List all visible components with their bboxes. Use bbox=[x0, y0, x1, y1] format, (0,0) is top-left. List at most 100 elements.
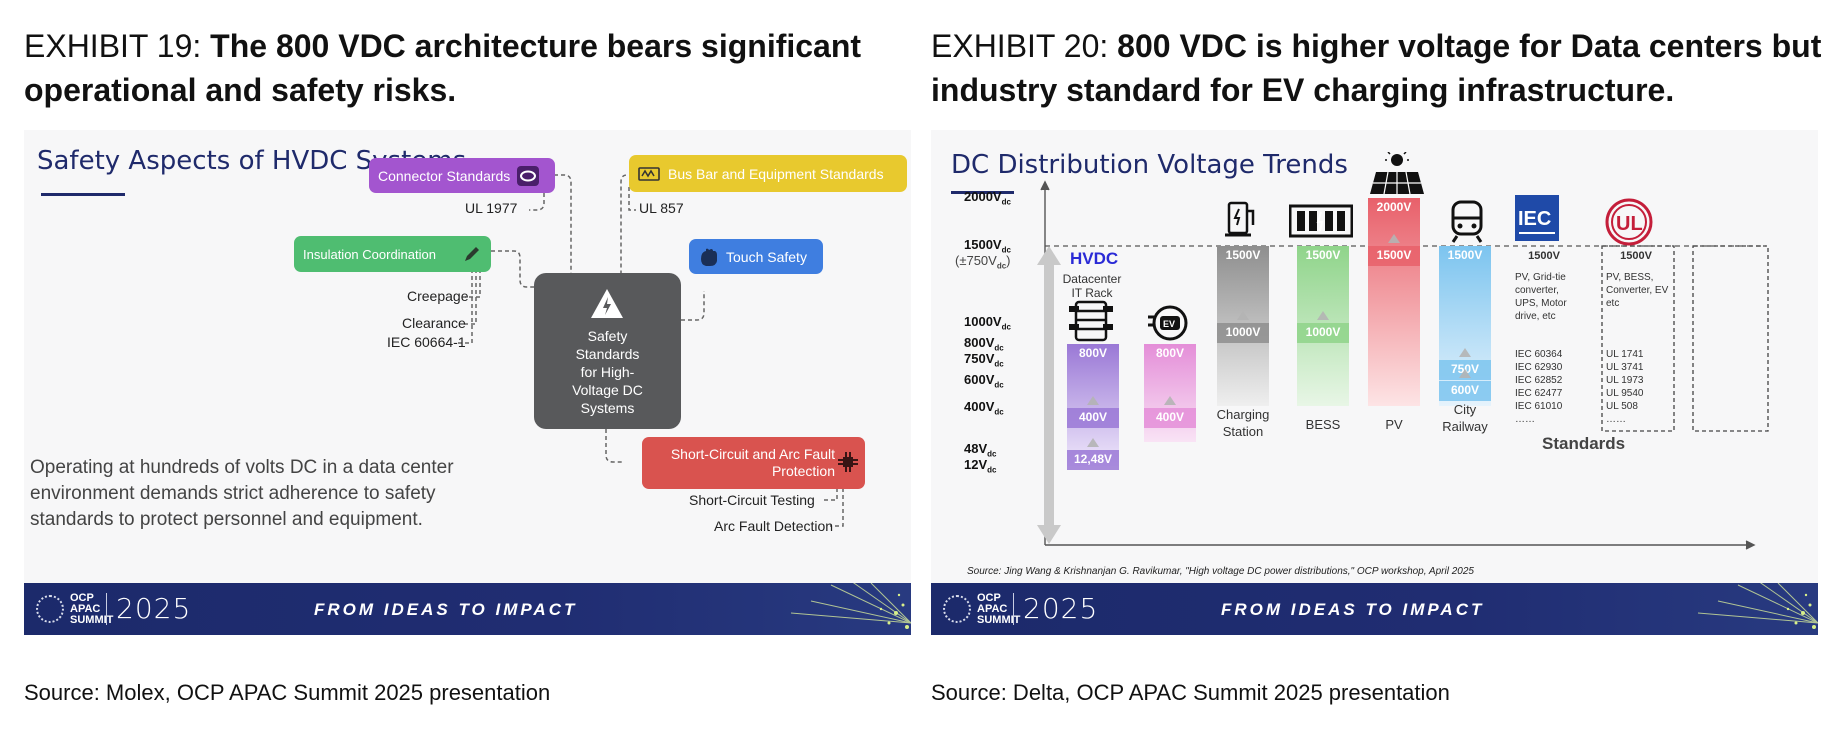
safety-paragraph: Operating at hundreds of volts DC in a d… bbox=[30, 457, 454, 530]
solar-panel-icon bbox=[1370, 152, 1424, 195]
voltage-bar bbox=[1368, 198, 1420, 406]
slide-heading: DC Distribution Voltage Trends bbox=[951, 150, 1348, 180]
voltage-level-band bbox=[1144, 408, 1196, 428]
up-arrow-icon bbox=[1459, 369, 1471, 378]
exhibit-19-headline: The 800 VDC architecture bears significa… bbox=[24, 28, 862, 108]
up-arrow-icon bbox=[1087, 396, 1099, 405]
ul-857-label: UL 857 bbox=[639, 200, 684, 216]
exhibit-20-source: Source: Delta, OCP APAC Summit 2025 pres… bbox=[931, 680, 1450, 705]
ocp-logo-icon bbox=[36, 595, 64, 623]
iec-logo-icon: IEC bbox=[1515, 195, 1559, 241]
ul-description: PV, BESS, Converter, EV etc bbox=[1606, 272, 1669, 309]
voltage-level-band bbox=[1439, 381, 1491, 401]
up-arrow-icon bbox=[1237, 311, 1249, 320]
exhibit-20-headline: 800 VDC is higher voltage for Data cente… bbox=[931, 28, 1822, 108]
banner-year: 2025 bbox=[116, 592, 192, 625]
ul-1977-label: UL 1977 bbox=[465, 200, 518, 216]
y-tick-label: 600Vdc bbox=[964, 372, 1004, 390]
voltage-level-band bbox=[1217, 323, 1269, 343]
standard-item: UL 1973 bbox=[1606, 375, 1644, 386]
bar-value-label: 12,48V bbox=[1073, 452, 1113, 466]
train-icon bbox=[1451, 200, 1483, 243]
iec-60664-label: IEC 60664-1 bbox=[387, 334, 466, 350]
y-tick-label: 1000Vdc bbox=[964, 314, 1011, 332]
category-label: PV bbox=[1385, 417, 1403, 432]
ul-logo-icon: UL bbox=[1605, 198, 1653, 246]
bar-value-label: 1500V bbox=[1305, 248, 1341, 262]
heading-underline bbox=[951, 191, 1014, 194]
banner-tagline: FROM IDEAS TO IMPACT bbox=[314, 600, 578, 619]
ocp-logo-text: OCP APAC SUMMIT bbox=[977, 592, 1021, 626]
banner-tagline: FROM IDEAS TO IMPACT bbox=[1221, 600, 1485, 619]
bar-value-label: 1500V bbox=[1225, 248, 1261, 262]
bus-bar-label: Bus Bar and Equipment Standards bbox=[668, 165, 884, 182]
bar-value-label: 400V bbox=[1155, 410, 1185, 424]
charging-station-icon bbox=[1225, 201, 1255, 237]
hand-icon bbox=[698, 247, 720, 267]
banner-year: 2025 bbox=[1023, 592, 1099, 625]
touch-safety-label: Touch Safety bbox=[726, 248, 807, 265]
standards-label: Standards bbox=[1542, 434, 1626, 453]
ul-voltage: 1500V bbox=[1620, 250, 1652, 262]
short-circuit-label: Short-Circuit and Arc Fault Protection bbox=[670, 446, 835, 479]
short-circuit-testing-label: Short-Circuit Testing bbox=[689, 492, 815, 508]
creepage-label: Creepage bbox=[407, 288, 469, 304]
heading-underline bbox=[41, 193, 125, 196]
svg-text:IEC: IEC bbox=[1518, 208, 1551, 230]
voltage-level-band bbox=[1297, 323, 1349, 343]
y-tick-label: 2000Vdc bbox=[964, 189, 1011, 207]
bus-bar-icon bbox=[638, 166, 660, 181]
category-label: BESS bbox=[1305, 417, 1341, 432]
exhibit-19-label: EXHIBIT 19: bbox=[24, 28, 211, 64]
y-tick-label: (±750Vdc) bbox=[955, 253, 1011, 271]
short-circuit-node: Short-Circuit and Arc Fault Protection bbox=[642, 437, 865, 489]
standard-item: …… bbox=[1606, 414, 1626, 425]
up-arrow-icon bbox=[1087, 438, 1099, 447]
bar-value-label: 400V bbox=[1078, 410, 1108, 424]
up-arrow-icon bbox=[1164, 396, 1176, 405]
sparkle-burst-icon bbox=[790, 583, 911, 629]
voltage-level-band bbox=[1067, 408, 1119, 428]
standard-item: …… bbox=[1515, 414, 1535, 425]
hvdc-label: HVDC bbox=[1070, 249, 1119, 268]
bar-value-label: 1500V bbox=[1447, 248, 1483, 262]
bar-value-label: 1500V bbox=[1376, 248, 1412, 262]
voltage-level-band bbox=[1368, 246, 1420, 266]
standard-item: IEC 60364 bbox=[1515, 349, 1563, 360]
connector-icon bbox=[516, 165, 540, 187]
chart-source-note: Source: Jing Wang & Krishnanjan G. Ravik… bbox=[967, 566, 1474, 577]
safety-standards-center: Safety Standards for High- Voltage DC Sy… bbox=[534, 273, 681, 429]
standard-item: IEC 62477 bbox=[1515, 388, 1563, 399]
standard-item: UL 3741 bbox=[1606, 362, 1644, 373]
y-tick-label: 400Vdc bbox=[964, 399, 1004, 417]
exhibit-19-title: EXHIBIT 19: The 800 VDC architecture bea… bbox=[24, 24, 904, 112]
bar-value-label: 600V bbox=[1450, 383, 1480, 397]
exhibit-19-source: Source: Molex, OCP APAC Summit 2025 pres… bbox=[24, 680, 551, 705]
category-label: Charging Station bbox=[1216, 407, 1270, 439]
arc-fault-detection-label: Arc Fault Detection bbox=[714, 518, 834, 534]
up-arrow-icon bbox=[1388, 234, 1400, 243]
y-tick-label: 800Vdc bbox=[964, 335, 1004, 353]
ev-icon: EV bbox=[1148, 305, 1188, 341]
standard-item: UL 1741 bbox=[1606, 349, 1644, 360]
touch-safety-node: Touch Safety bbox=[689, 239, 823, 274]
voltage-bar bbox=[1067, 344, 1119, 466]
y-tick-label: 1500Vdc bbox=[964, 237, 1011, 255]
circuit-chip-icon bbox=[837, 451, 859, 477]
bar-value-label: 1000V bbox=[1305, 325, 1341, 339]
standard-item: IEC 62930 bbox=[1515, 362, 1563, 373]
clearance-label: Clearance bbox=[402, 315, 466, 331]
server-rack-icon bbox=[1069, 300, 1113, 342]
insulation-coordination-node: Insulation Coordination bbox=[294, 236, 491, 272]
connector-standards-node: Connector Standards bbox=[369, 158, 555, 193]
iec-description: PV, Grid-tie converter, UPS, Motor drive… bbox=[1515, 272, 1567, 322]
y-tick-label: 750Vdc bbox=[964, 351, 1004, 369]
bar-value-label: 2000V bbox=[1376, 200, 1412, 214]
ocp-logo-icon bbox=[943, 595, 971, 623]
battery-storage-icon bbox=[1289, 204, 1353, 238]
ocp-logo-text: OCP APAC SUMMIT bbox=[70, 592, 114, 626]
safety-aspects-slide: Safety Aspects of HVDC Systems Safety St… bbox=[24, 130, 911, 635]
up-arrow-icon bbox=[1459, 348, 1471, 357]
y-tick-label: 48Vdc bbox=[964, 441, 997, 459]
